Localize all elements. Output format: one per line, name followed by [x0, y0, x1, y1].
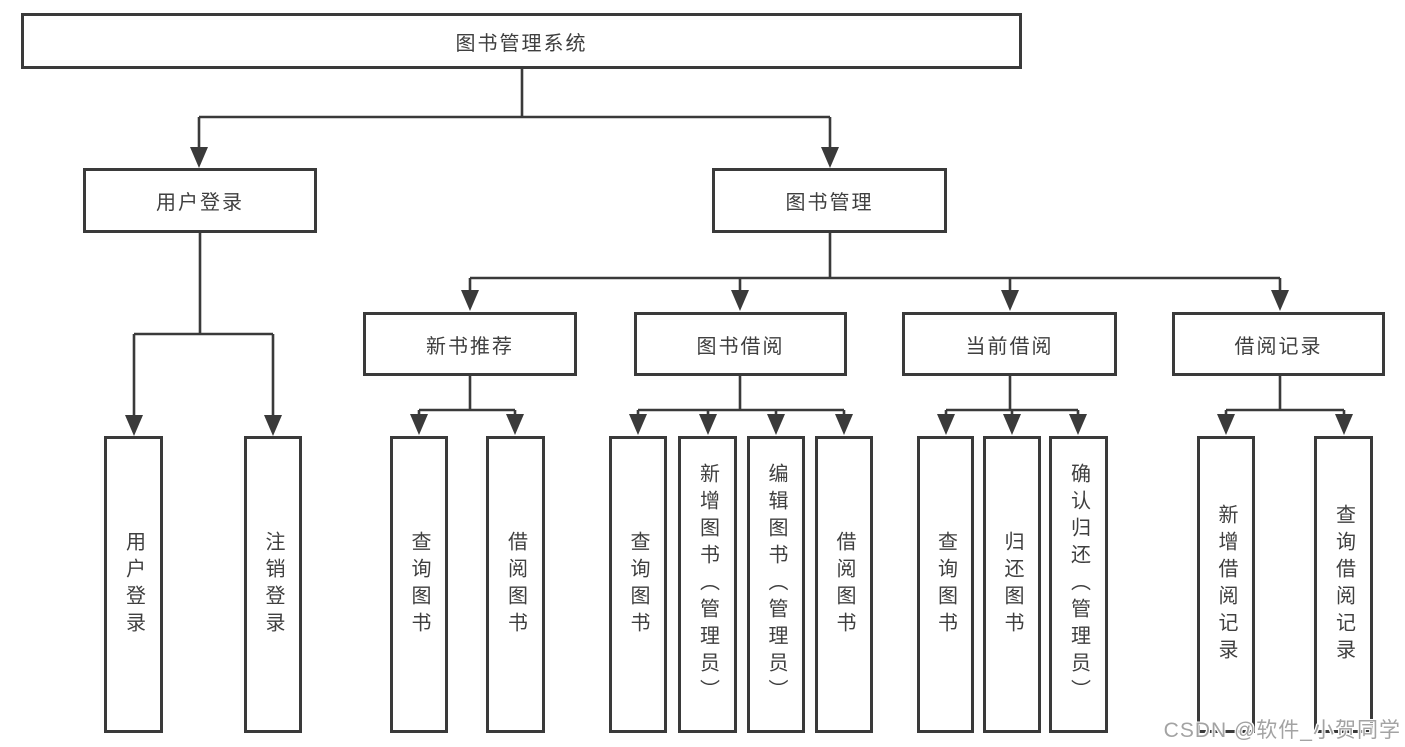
leaf-logout: 注销登录: [244, 436, 302, 733]
leaf-label: 编辑图书（管理员）: [765, 463, 787, 706]
leaf-cb-return-books: 归还图书: [983, 436, 1041, 733]
leaf-cb-query-books: 查询图书: [917, 436, 974, 733]
arrowhead-icons: [125, 147, 1353, 436]
node-new-book-recommend: 新书推荐: [363, 312, 577, 376]
node-label: 用户登录: [156, 192, 244, 214]
leaf-label: 查询图书: [408, 530, 430, 639]
node-book-borrow: 图书借阅: [634, 312, 847, 376]
node-label: 图书管理: [785, 192, 874, 214]
leaf-label: 查询图书: [627, 530, 649, 639]
leaf-label: 查询图书: [934, 530, 957, 639]
node-label: 借阅记录: [1234, 335, 1323, 358]
leaf-cb-confirm-return-admin: 确认归还（管理员）: [1049, 436, 1108, 733]
csdn-watermark: CSDN @软件_小贺同学: [1163, 719, 1401, 742]
node-label: 图书借阅: [696, 335, 785, 358]
leaf-rec-query-books: 查询图书: [390, 436, 448, 733]
node-label: 图书管理系统: [455, 32, 588, 55]
leaf-user-login: 用户登录: [104, 436, 163, 733]
leaf-label: 新增图书（管理员）: [696, 463, 719, 706]
leaf-br-query-record: 查询借阅记录: [1314, 436, 1373, 733]
connector-lines: [132, 68, 1346, 417]
node-library-system: 图书管理系统: [21, 13, 1022, 69]
node-borrow-record: 借阅记录: [1172, 312, 1385, 376]
leaf-bb-borrow-books: 借阅图书: [815, 436, 873, 733]
leaf-rec-borrow-books: 借阅图书: [486, 436, 545, 733]
node-label: 新书推荐: [426, 335, 514, 358]
node-label: 当前借阅: [965, 335, 1054, 358]
leaf-label: 新增借阅记录: [1215, 503, 1237, 666]
leaf-bb-add-books-admin: 新增图书（管理员）: [678, 436, 737, 733]
leaf-label: 注销登录: [262, 530, 284, 639]
leaf-label: 借阅图书: [833, 530, 855, 639]
leaf-label: 借阅图书: [504, 530, 527, 639]
leaf-label: 归还图书: [1001, 530, 1023, 639]
leaf-bb-query-books: 查询图书: [609, 436, 667, 733]
leaf-br-add-record: 新增借阅记录: [1197, 436, 1255, 733]
node-user-login: 用户登录: [83, 168, 317, 233]
leaf-label: 用户登录: [122, 530, 145, 639]
leaf-label: 查询借阅记录: [1332, 503, 1355, 666]
leaf-bb-edit-books-admin: 编辑图书（管理员）: [747, 436, 805, 733]
node-book-management: 图书管理: [712, 168, 947, 233]
leaf-label: 确认归还（管理员）: [1067, 463, 1090, 706]
node-current-borrow: 当前借阅: [902, 312, 1117, 376]
